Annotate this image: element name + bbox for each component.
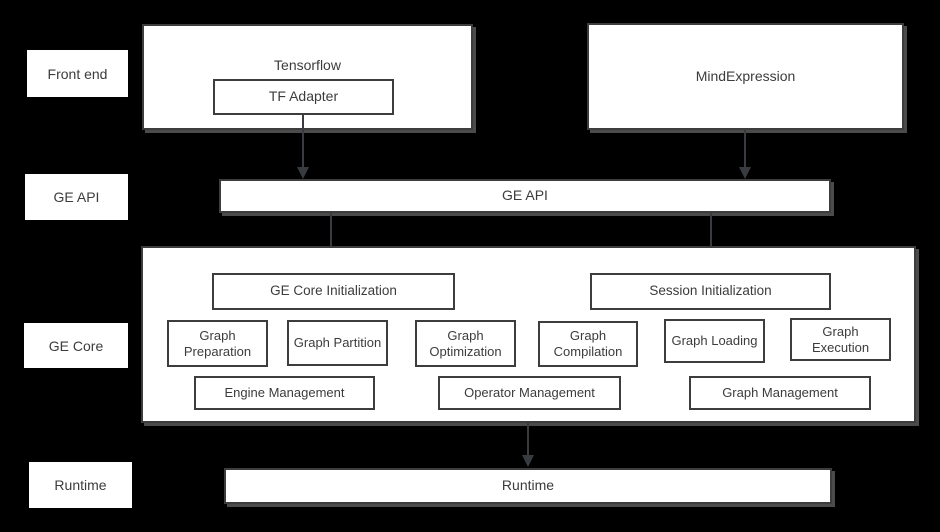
runtime-box: Runtime <box>224 468 832 504</box>
mindexpression-box: MindExpression <box>587 23 904 130</box>
tf-adapter-box: TF Adapter <box>213 79 394 115</box>
arrow-mindexpression-to-ge-api <box>739 130 751 179</box>
graph-preparation-box: Graph Preparation <box>167 320 268 367</box>
arrow-tf-adapter-to-ge-api <box>297 115 309 179</box>
row-label-ge-core: GE Core <box>24 323 128 368</box>
ge-api-box: GE API <box>219 179 831 213</box>
row-label-front-end: Front end <box>27 50 128 97</box>
engine-management-box: Engine Management <box>194 376 375 410</box>
row-label-ge-api: GE API <box>25 174 128 220</box>
graph-optimization-box: Graph Optimization <box>415 320 516 367</box>
arrow-ge-core-to-runtime <box>522 423 534 467</box>
graph-compilation-box: Graph Compilation <box>538 321 638 367</box>
graph-management-box: Graph Management <box>689 376 871 410</box>
graph-partition-box: Graph Partition <box>287 320 388 366</box>
tensorflow-label: Tensorflow <box>274 57 341 73</box>
ge-core-initialization-box: GE Core Initialization <box>212 273 455 310</box>
session-initialization-box: Session Initialization <box>590 273 831 310</box>
graph-loading-box: Graph Loading <box>664 319 765 363</box>
row-label-runtime: Runtime <box>29 462 132 508</box>
graph-execution-box: Graph Execution <box>790 318 891 361</box>
operator-management-box: Operator Management <box>438 376 621 410</box>
